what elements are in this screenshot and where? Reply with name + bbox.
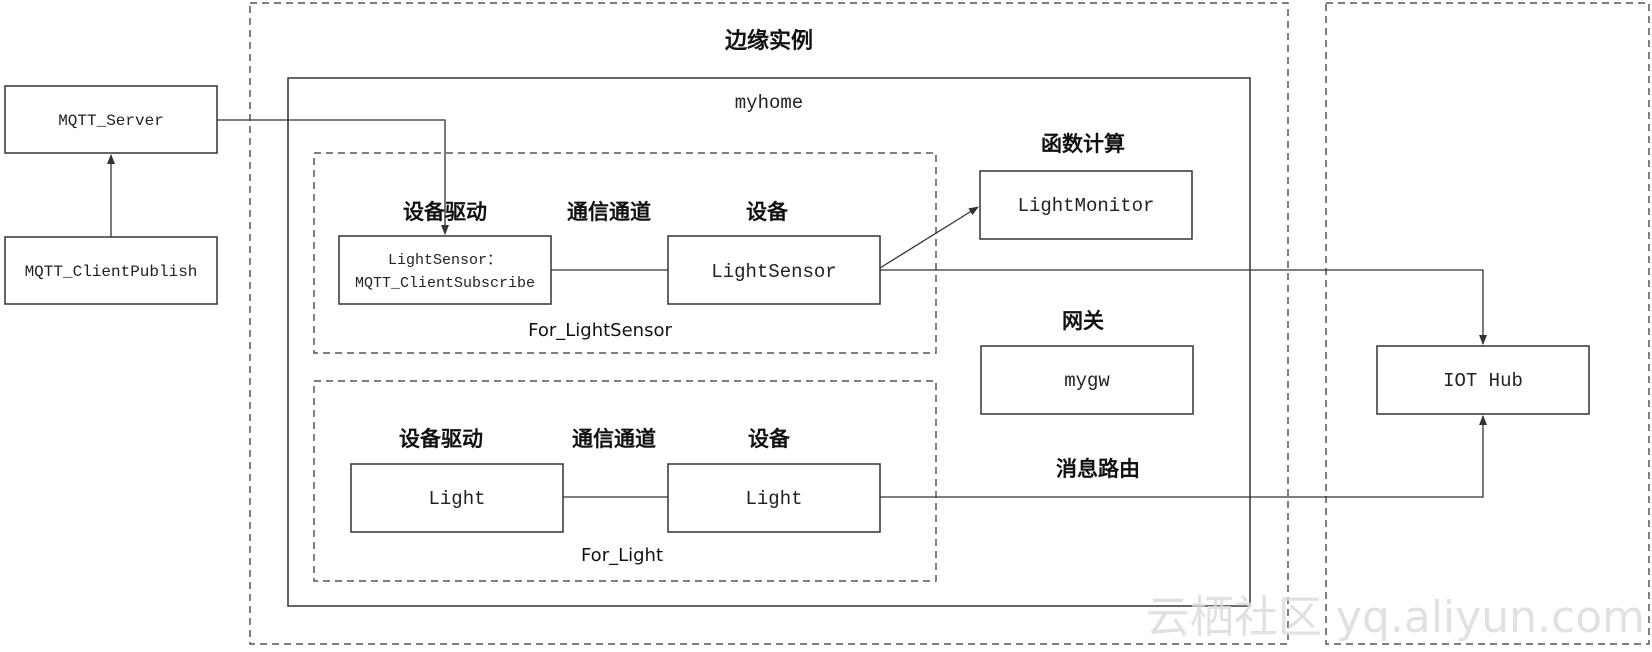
light-sensor-device-box — [667, 235, 881, 305]
mqtt-server-label: MQTT_Server — [58, 112, 164, 130]
heading-device-2: 设备 — [748, 427, 791, 451]
group-light-frame — [313, 380, 937, 582]
mqtt-client-publish-box — [4, 236, 218, 305]
caption-for-light: For_Light — [581, 545, 663, 566]
arrow-sensor-to-monitor — [879, 206, 979, 269]
light-device-label: Light — [745, 488, 802, 510]
light-driver-box — [350, 463, 564, 533]
heading-gateway: 网关 — [1062, 309, 1104, 333]
light-sensor-driver-line2: MQTT_ClientSubscribe — [355, 275, 535, 292]
iot-hub-box — [1376, 345, 1590, 415]
arrow-server-to-subscriber — [217, 119, 449, 235]
mqtt-client-publish-label: MQTT_ClientPublish — [25, 263, 198, 281]
iot-hub-label: IOT Hub — [1443, 370, 1523, 392]
heading-message-routing: 消息路由 — [1056, 457, 1140, 481]
light-sensor-driver-box — [338, 235, 552, 305]
light-sensor-driver-line1: LightSensor： — [388, 252, 502, 269]
arrow-light-to-iot-hub — [880, 415, 1487, 498]
edge-instance-title: 边缘实例 — [724, 28, 813, 54]
heading-channel-2: 通信通道 — [572, 427, 656, 451]
myhome-label: myhome — [735, 92, 803, 114]
group-light-sensor-frame — [313, 152, 937, 354]
caption-for-light-sensor: For_LightSensor — [528, 320, 672, 341]
mqtt-server-box — [4, 85, 218, 154]
myhome-frame — [287, 77, 1251, 607]
mygw-label: mygw — [1064, 370, 1110, 392]
light-sensor-device-label: LightSensor — [711, 261, 836, 283]
light-monitor-label: LightMonitor — [1018, 195, 1155, 217]
edge-instance-frame — [249, 2, 1289, 645]
heading-channel-1: 通信通道 — [567, 200, 651, 224]
mygw-box — [980, 345, 1194, 415]
heading-function-compute: 函数计算 — [1041, 132, 1125, 156]
light-monitor-box — [979, 170, 1193, 240]
watermark: 云栖社区 yq.aliyun.com — [1146, 592, 1645, 643]
arrow-sensor-to-iot-hub — [880, 269, 1487, 345]
heading-device-1: 设备 — [746, 200, 789, 224]
heading-driver-2: 设备驱动 — [399, 427, 483, 451]
iot-hub-frame — [1325, 2, 1650, 645]
light-driver-label: Light — [428, 488, 485, 510]
light-device-box — [667, 463, 881, 533]
